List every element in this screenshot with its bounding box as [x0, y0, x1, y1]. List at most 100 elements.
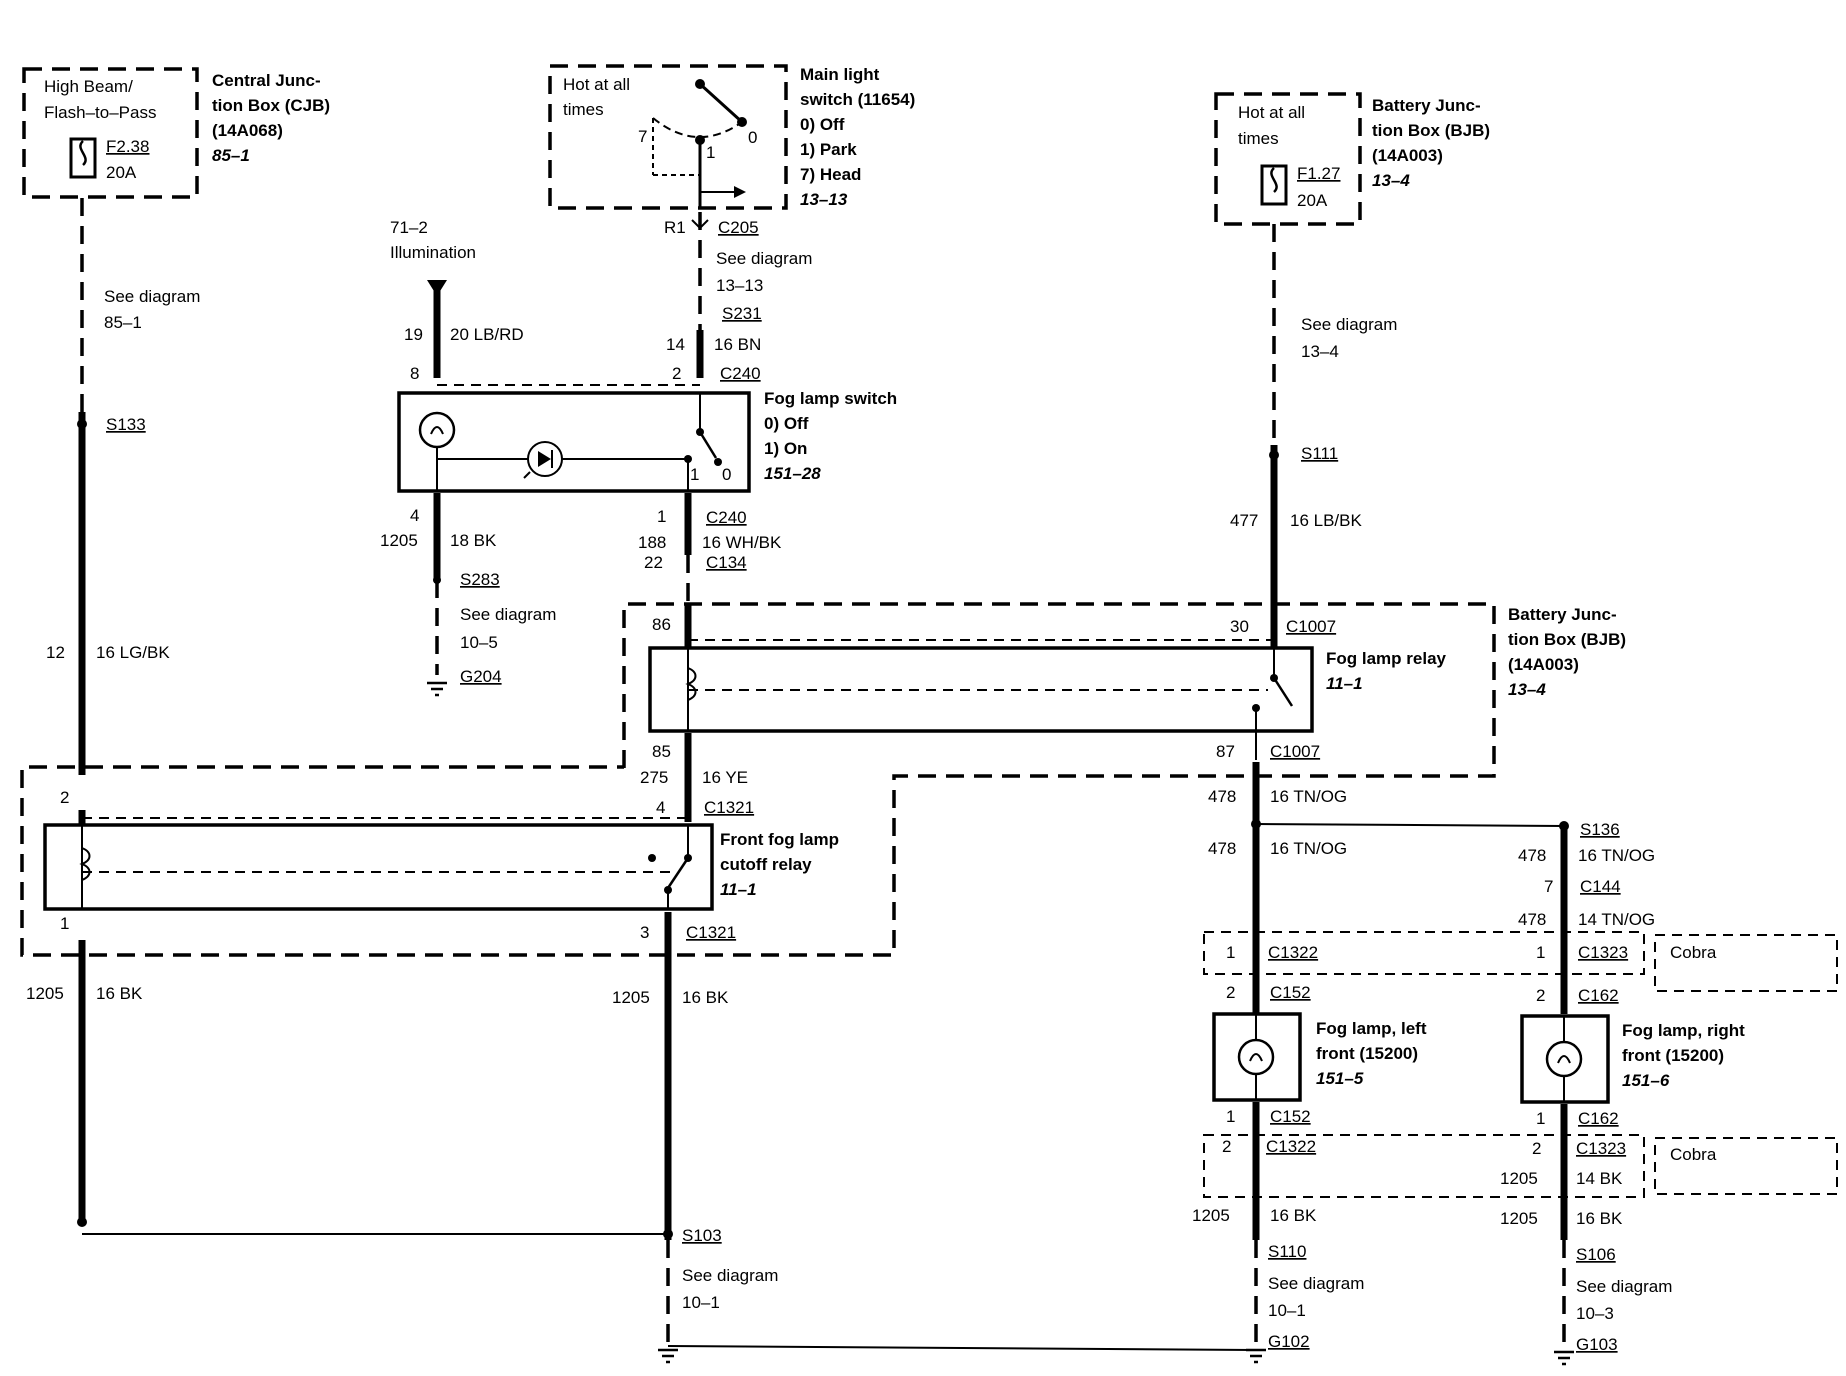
pin-number: 1	[1226, 1107, 1235, 1126]
fog-switch-opt1: 1) On	[764, 439, 807, 458]
cjb-name-line2: tion Box (CJB)	[212, 96, 330, 115]
bjb-fuse-id: F1.27	[1297, 164, 1340, 183]
wire-color: 16 YE	[702, 768, 748, 787]
circuit-number: 12	[46, 643, 65, 662]
splice-s283: S283	[460, 570, 500, 589]
circuit-number: 1205	[612, 988, 650, 1007]
bjb-part: (14A003)	[1372, 146, 1443, 165]
pin-number: 86	[652, 615, 671, 634]
connector-c1321: C1321	[686, 923, 736, 942]
pin-number: 2	[1536, 986, 1545, 1005]
cjb-name-line1: Central Junc-	[212, 71, 321, 90]
cobra-connector-row2: Cobra	[1203, 1134, 1838, 1198]
connector-c205: C205	[718, 218, 759, 237]
bjb-fuse-amps: 20A	[1297, 191, 1328, 210]
circuit-number: 477	[1230, 511, 1258, 530]
wire-left-main	[77, 198, 87, 1227]
bulb-icon	[1545, 1040, 1583, 1078]
pin-number: 1	[1536, 943, 1545, 962]
splice-s231: S231	[722, 304, 762, 323]
ground-g102: G102	[1268, 1332, 1310, 1351]
front-fog-lamp-cutoff-relay: Front fog lamp cutoff relay 11–1	[43, 817, 839, 911]
wire-color: 16 BN	[714, 335, 761, 354]
fog-switch-pin0: 0	[722, 465, 731, 484]
label-see-diagram: See diagram	[1301, 315, 1397, 334]
lamp-left-ref: 151–5	[1316, 1069, 1364, 1088]
cjb-fuse-amps: 20A	[106, 163, 137, 182]
connector-c240: C240	[706, 508, 747, 527]
label-ref: 10–1	[1268, 1301, 1306, 1320]
wire-color: 16 BK	[96, 984, 143, 1003]
connector-c1007: C1007	[1270, 742, 1320, 761]
label-see-diagram: See diagram	[682, 1266, 778, 1285]
connector-c134: C134	[706, 553, 747, 572]
central-junction-box: High Beam/ Flash–to–Pass F2.38 20A Centr…	[22, 67, 330, 199]
hot-at-all-times-line1: Hot at all	[563, 75, 630, 94]
circuit-number: 188	[638, 533, 666, 552]
label-ref: 13–13	[716, 276, 763, 295]
bjb-right-name1: Battery Junc-	[1508, 605, 1617, 624]
pin-number: 2	[1226, 983, 1235, 1002]
pin-number: 1	[1226, 943, 1235, 962]
pin-number: 1	[60, 914, 69, 933]
bjb-right-name2: tion Box (BJB)	[1508, 630, 1626, 649]
battery-junction-box-right: Battery Junc- tion Box (BJB) (14A003) 13…	[20, 602, 1626, 957]
wire-illumination	[427, 280, 447, 378]
fuse-icon	[69, 137, 97, 179]
connector-c1323: C1323	[1576, 1139, 1626, 1158]
pin-number: 2	[60, 788, 69, 807]
pin-number: 85	[652, 742, 671, 761]
fog-switch-opt0: 0) Off	[764, 414, 809, 433]
bjb-right-ref: 13–4	[1508, 680, 1546, 699]
pin-number: 1	[657, 507, 666, 526]
label-ref: 10–1	[682, 1293, 720, 1312]
wire-color: 14 BK	[1576, 1169, 1623, 1188]
connector-c1007: C1007	[1286, 617, 1336, 636]
wire-main-switch-output	[691, 212, 709, 378]
cjb-box-line2: Flash–to–Pass	[44, 103, 156, 122]
splice-s133: S133	[106, 415, 146, 434]
fog-lamp-right-front: Fog lamp, right front (15200) 151–6	[1520, 1014, 1745, 1104]
pin-number: 2	[1532, 1139, 1541, 1158]
cjb-fuse-id: F2.38	[106, 137, 149, 156]
lamp-right-name1: Fog lamp, right	[1622, 1021, 1745, 1040]
label-see-diagram: See diagram	[460, 605, 556, 624]
bjb-hot1: Hot at all	[1238, 103, 1305, 122]
relay-coil-icon	[685, 667, 697, 701]
pin-number: 3	[640, 923, 649, 942]
splice-s136: S136	[1580, 820, 1620, 839]
connector-c144: C144	[1580, 877, 1621, 896]
label-r1: R1	[664, 218, 686, 237]
circuit-number: 478	[1518, 910, 1546, 929]
splice-s103: S103	[682, 1226, 722, 1245]
lamp-left-name1: Fog lamp, left	[1316, 1019, 1427, 1038]
wire-cutoff-ground	[82, 912, 1255, 1364]
cutoff-relay-ref: 11–1	[720, 880, 757, 899]
main-switch-name1: Main light	[800, 65, 880, 84]
fog-lamp-switch: 1 0 Fog lamp switch 0) Off 1) On 151–28	[397, 389, 897, 493]
label-see-diagram: See diagram	[1268, 1274, 1364, 1293]
fog-switch-pin1: 1	[690, 465, 699, 484]
fog-switch-ref: 151–28	[764, 464, 821, 483]
pin-number: 87	[1216, 742, 1235, 761]
bjb-name2: tion Box (BJB)	[1372, 121, 1490, 140]
circuit-number: 1205	[1192, 1206, 1230, 1225]
connector-c1322: C1322	[1268, 943, 1318, 962]
connector-c162: C162	[1578, 986, 1619, 1005]
pin-number: 4	[656, 798, 665, 817]
connector-c1322: C1322	[1266, 1137, 1316, 1156]
hot-at-all-times-line2: times	[563, 100, 604, 119]
label-ref: 10–3	[1576, 1304, 1614, 1323]
circuit-number: 478	[1208, 839, 1236, 858]
fog-relay-ref: 11–1	[1326, 674, 1363, 693]
lamp-right-ref: 151–6	[1622, 1071, 1670, 1090]
wire-color: 16 TN/OG	[1578, 846, 1655, 865]
pin-number: 8	[410, 364, 419, 383]
lamp-right-name2: front (15200)	[1622, 1046, 1724, 1065]
bjb-right-part: (14A003)	[1508, 655, 1579, 674]
fog-lamp-left-front: Fog lamp, left front (15200) 151–5	[1212, 1012, 1427, 1102]
circuit-number: 1205	[1500, 1169, 1538, 1188]
fog-switch-name: Fog lamp switch	[764, 389, 897, 408]
splice-s111: S111	[1301, 444, 1338, 463]
